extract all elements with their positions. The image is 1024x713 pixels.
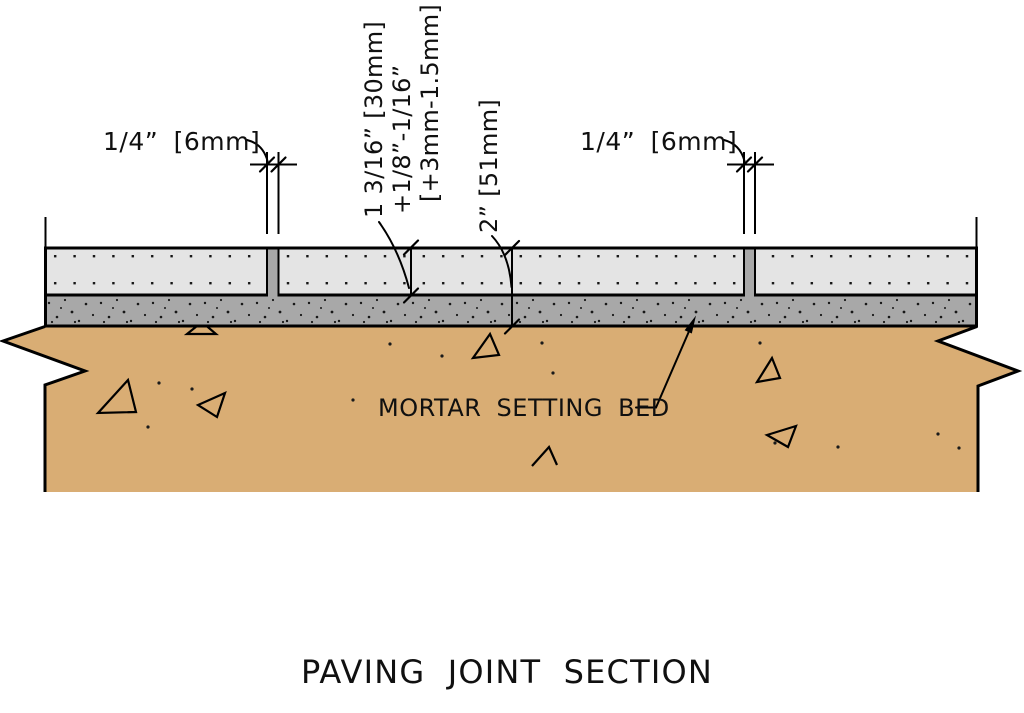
mortar-bed-callout: MORTAR SETTING BED bbox=[378, 315, 696, 422]
leader-curve bbox=[246, 139, 269, 162]
aggregate-dot bbox=[388, 342, 392, 346]
joint-width-dimension-left: 1/4” [6mm] bbox=[103, 127, 297, 234]
subgrade-dots bbox=[146, 341, 961, 450]
aggregate-triangle bbox=[470, 331, 501, 360]
tick-mark bbox=[402, 287, 420, 304]
drawing-title: PAVING JOINT SECTION bbox=[301, 653, 713, 691]
paver-thickness-label-line2: +1/8”-1/16” bbox=[388, 65, 416, 214]
paver-joint-right-edges bbox=[743, 248, 756, 297]
paver-joint-right-fill bbox=[744, 249, 755, 298]
joint-width-label-right: 1/4” [6mm] bbox=[580, 127, 737, 156]
tick-mark bbox=[270, 156, 287, 173]
total-depth-label: 2” [51mm] bbox=[475, 99, 503, 233]
paver-joint-left-edges bbox=[266, 248, 280, 297]
aggregate-dot bbox=[836, 445, 840, 449]
tick-mark bbox=[746, 156, 764, 173]
aggregate-triangle bbox=[754, 355, 782, 384]
mortar-bed-label: MORTAR SETTING BED bbox=[378, 394, 670, 422]
leader-curve bbox=[378, 221, 410, 289]
tick-mark bbox=[503, 318, 521, 335]
aggregate-dot bbox=[773, 441, 777, 445]
aggregate-caret bbox=[531, 444, 559, 467]
tick-mark bbox=[402, 239, 420, 256]
paver-joint-right bbox=[743, 248, 756, 298]
aggregate-triangle bbox=[195, 390, 227, 419]
tick-mark bbox=[503, 239, 521, 257]
joint-width-label-left: 1/4” [6mm] bbox=[103, 127, 260, 156]
aggregate-symbols bbox=[95, 320, 798, 467]
aggregate-triangle bbox=[764, 424, 798, 449]
aggregate-triangle bbox=[95, 377, 138, 415]
aggregate-dot bbox=[351, 398, 355, 402]
aggregate-triangle bbox=[183, 320, 219, 336]
leader-arrowhead bbox=[684, 315, 696, 334]
subgrade-break-outline bbox=[0, 325, 1023, 492]
leader-curve bbox=[723, 139, 746, 162]
leader-curve bbox=[491, 235, 513, 288]
aggregate-dot bbox=[540, 341, 544, 345]
aggregate-dot bbox=[440, 354, 444, 358]
paver-thickness-label-line3: [+3mm-1.5mm] bbox=[416, 4, 444, 202]
aggregate-dot bbox=[551, 371, 555, 375]
paver-thickness-label-line1: 1 3/16” [30mm] bbox=[360, 21, 388, 218]
tick-mark bbox=[258, 156, 276, 173]
joint-width-dimension-right: 1/4” [6mm] bbox=[580, 127, 774, 234]
leader-line bbox=[635, 328, 691, 409]
total-depth-dimension: 2” [51mm] bbox=[475, 99, 521, 335]
paver-joint-left bbox=[266, 248, 280, 298]
aggregate-dot bbox=[190, 387, 194, 391]
aggregate-dot bbox=[157, 381, 161, 385]
subgrade-fill bbox=[3, 326, 1018, 492]
paver-joint-left-fill bbox=[267, 249, 279, 298]
aggregate-dot bbox=[936, 432, 940, 436]
subgrade-layer bbox=[0, 320, 1023, 492]
tick-mark bbox=[735, 156, 753, 173]
aggregate-dot bbox=[758, 341, 762, 345]
aggregate-dot bbox=[146, 425, 150, 429]
aggregate-dot bbox=[957, 446, 961, 450]
paver-thickness-dimension: 1 3/16” [30mm] +1/8”-1/16” [+3mm-1.5mm] bbox=[360, 4, 444, 304]
